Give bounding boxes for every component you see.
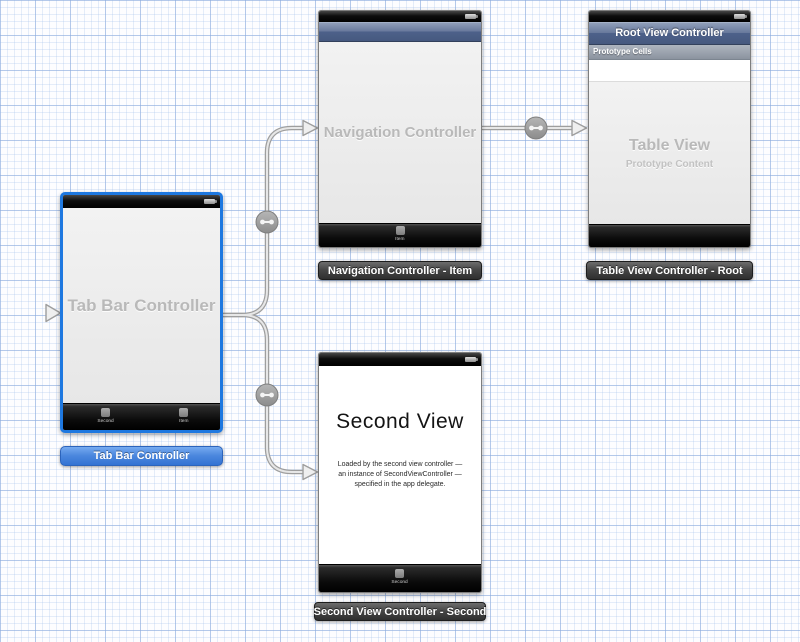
navigation-bar[interactable]: Root View Controller [589,22,750,45]
tab-item-square-icon [179,407,189,417]
navigation-bar[interactable] [319,22,481,42]
tab-bar[interactable] [589,224,750,247]
initial-view-controller-arrow-icon[interactable] [12,303,62,323]
status-bar [589,11,750,22]
scene-tab-bar-controller[interactable]: Tab Bar Controller Second Item [60,192,223,433]
tab-item-label: Second [391,579,409,585]
tab-item-item[interactable]: Item [176,407,192,427]
tab-item-second[interactable]: Second [92,407,119,427]
scene-placeholder-sublabel: Prototype Content [625,158,714,170]
navigation-bar-title: Root View Controller [615,27,724,39]
arrowhead-icon [302,463,319,481]
relationship-segue-icon[interactable] [524,116,548,140]
battery-icon [734,13,747,19]
tab-item-item[interactable]: Item [392,226,408,245]
scene-tag-tab-bar-controller[interactable]: Tab Bar Controller [60,446,223,466]
second-view-description-line: Loaded by the second view controller — [337,461,463,468]
status-bar [319,11,481,22]
second-view-description-line: an instance of SecondViewController — [338,471,462,478]
second-view-description-line: specified in the app delegate. [354,481,446,488]
status-bar [319,353,481,366]
tab-item-square-icon [395,569,405,578]
relationship-segue-icon[interactable] [255,210,279,234]
battery-icon [204,198,217,204]
tab-bar-controller-view[interactable]: Tab Bar Controller [63,208,220,403]
tab-item-second[interactable]: Second [386,569,413,588]
scene-navigation-controller[interactable]: Navigation Controller Item [318,10,482,248]
scene-placeholder-label: Navigation Controller [323,124,477,141]
tab-item-square-icon [395,226,405,235]
tab-item-label: Item [395,236,405,242]
tab-bar[interactable]: Second [319,564,481,592]
scene-tag-second-view-controller[interactable]: Second View Controller - Second [314,602,486,621]
relationship-segue-icon[interactable] [255,383,279,407]
tab-item-label: Second [96,417,114,423]
table-view[interactable]: Table View Prototype Content [589,82,750,224]
scene-placeholder-label: Tab Bar Controller [67,295,216,315]
arrowhead-icon [571,119,588,137]
status-bar [63,195,220,208]
scene-second-view-controller[interactable]: Second View Loaded by the second view co… [318,352,482,593]
scene-placeholder-label: Table View [628,136,711,154]
arrowhead-icon [302,119,319,137]
scene-tag-navigation-controller[interactable]: Navigation Controller - Item [318,261,482,280]
second-view-description: Loaded by the second view controller — a… [338,460,463,490]
scene-tag-table-view-controller[interactable]: Table View Controller - Root [586,261,753,280]
battery-icon [465,356,478,362]
prototype-table-cell[interactable] [589,60,750,82]
tab-item-label: Item [178,417,189,423]
second-view[interactable]: Second View Loaded by the second view co… [319,366,481,564]
tab-item-square-icon [100,407,110,417]
tab-bar[interactable]: Second Item [63,403,220,430]
scene-table-view-controller[interactable]: Root View Controller Prototype Cells Tab… [588,10,751,248]
navigation-controller-view[interactable]: Navigation Controller [319,42,481,223]
tab-bar[interactable]: Item [319,223,481,247]
second-view-title: Second View [336,410,464,433]
battery-icon [465,13,478,19]
prototype-cells-header: Prototype Cells [589,45,750,60]
